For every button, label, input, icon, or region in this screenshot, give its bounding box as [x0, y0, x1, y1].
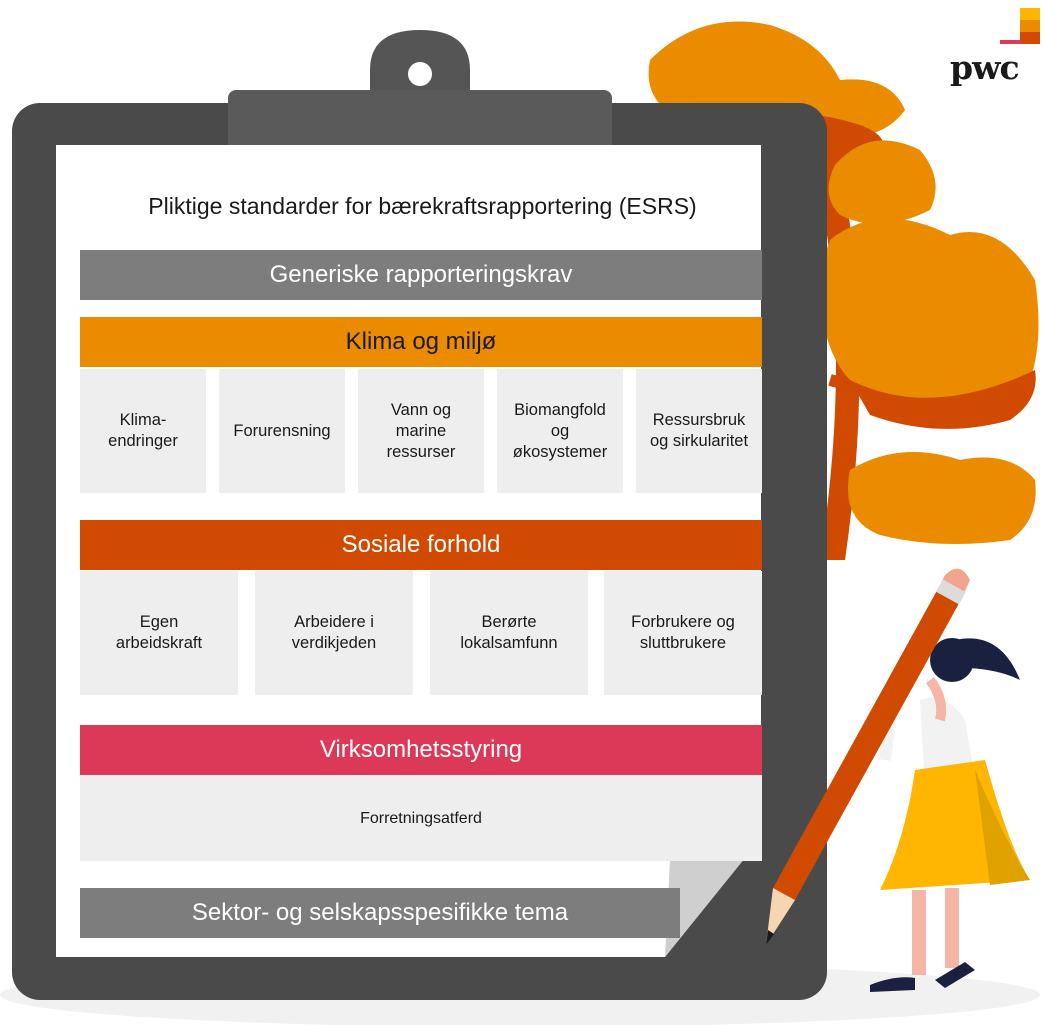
clipboard-title: Pliktige standarder for bærekraftsrappor…	[148, 193, 697, 219]
general-requirements-band: Generiske rapporteringskrav	[80, 250, 762, 300]
environment-band: Klima og miljø	[80, 317, 762, 367]
social-band: Sosiale forhold	[80, 520, 762, 570]
person-illustration	[870, 638, 1030, 992]
pencil-icon	[766, 568, 970, 945]
topic-card-pollution: Forurensning	[219, 369, 345, 493]
sector-specific-band: Sektor- og selskapsspesifikke tema	[80, 888, 680, 938]
governance-band: Virksomhetsstyring	[80, 725, 762, 775]
topic-card-climate: Klima-endringer	[80, 369, 206, 493]
topic-card-business-conduct: Forretningsatferd	[80, 775, 762, 861]
paper-curl	[665, 838, 761, 957]
pwc-logo-icon	[1000, 8, 1040, 44]
pwc-logo-text: pwc	[950, 48, 1020, 87]
